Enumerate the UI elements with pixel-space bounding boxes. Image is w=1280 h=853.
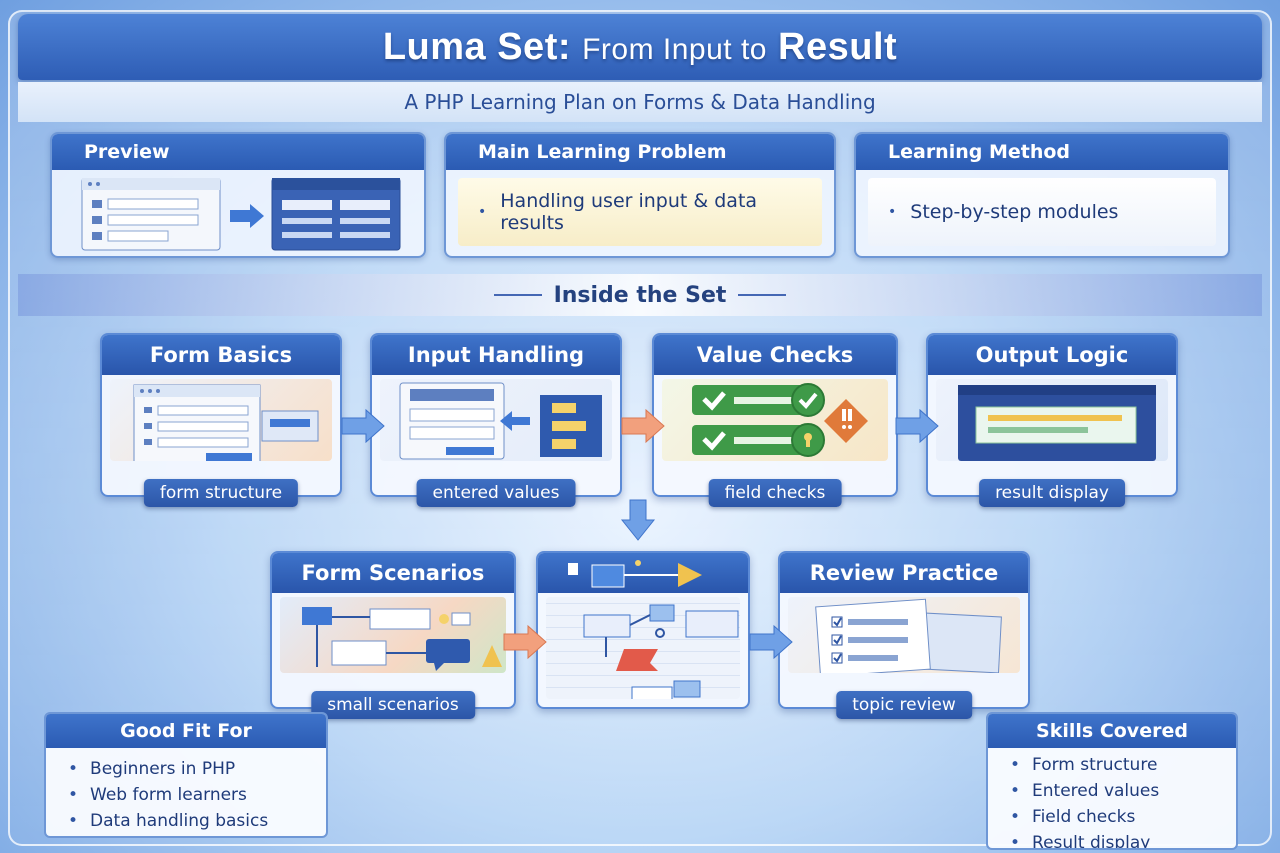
arrow-right-icon xyxy=(341,408,385,444)
bullet-icon: • xyxy=(478,204,487,220)
skills-list: Form structure Entered values Field chec… xyxy=(988,748,1236,848)
form-window-icon xyxy=(110,379,332,461)
arrow-down-icon xyxy=(620,499,656,541)
flag-arrow-icon xyxy=(568,560,702,588)
input-form-icon xyxy=(380,379,612,461)
list-item: Form structure xyxy=(1010,752,1236,778)
subtitle-banner: A PHP Learning Plan on Forms & Data Hand… xyxy=(18,82,1262,122)
module-card-input-handling: Input Handling entered values xyxy=(370,333,622,507)
skills-title: Skills Covered xyxy=(988,714,1236,748)
module-card-form-basics: Form Basics form structure xyxy=(100,333,342,507)
problem-panel: Main Learning Problem • Handling user in… xyxy=(444,132,836,258)
module-label: entered values xyxy=(416,479,576,507)
problem-item: Handling user input & data results xyxy=(500,190,758,234)
module-title: Input Handling xyxy=(372,335,620,375)
title-part-c: Result xyxy=(778,25,898,68)
skills-panel: Skills Covered Form structure Entered va… xyxy=(986,712,1238,850)
method-panel: Learning Method • Step-by-step modules xyxy=(854,132,1230,258)
arrow-right-icon xyxy=(503,624,547,660)
list-item: Beginners in PHP xyxy=(68,756,326,782)
list-item: Result display xyxy=(1010,830,1236,848)
preview-panel: Preview xyxy=(50,132,426,258)
title-part-a: Luma Set: xyxy=(382,25,572,68)
list-item: Entered values xyxy=(1010,778,1236,804)
scenario-flow-icon xyxy=(280,597,506,673)
flow-header xyxy=(538,553,748,593)
good-fit-list: Beginners in PHP Web form learners Data … xyxy=(46,748,326,834)
module-label: result display xyxy=(979,479,1125,507)
list-item: Field checks xyxy=(1010,804,1236,830)
module-label: form structure xyxy=(143,479,299,507)
module-label: field checks xyxy=(708,479,842,507)
module-title: Value Checks xyxy=(654,335,896,375)
module-card-value-checks: Value Checks field checks xyxy=(652,333,898,507)
arrow-right-icon xyxy=(749,624,793,660)
output-screen-icon xyxy=(936,379,1168,461)
divider-line xyxy=(493,294,542,296)
module-title: Form Basics xyxy=(102,335,340,375)
method-item: Step-by-step modules xyxy=(910,201,1119,223)
divider-line xyxy=(738,294,787,296)
bullet-icon: • xyxy=(888,204,897,220)
title-part-b: From Input to xyxy=(582,32,767,66)
arrow-right-icon xyxy=(895,408,939,444)
module-label: small scenarios xyxy=(311,691,475,719)
section-title: Inside the Set xyxy=(553,282,727,308)
list-item: Web form learners xyxy=(68,782,326,808)
preview-illustration xyxy=(68,178,412,252)
flowchart-icon xyxy=(546,597,740,699)
problem-panel-title: Main Learning Problem xyxy=(446,134,834,170)
module-card-review-practice: Review Practice topic review xyxy=(778,551,1030,719)
problem-panel-body: • Handling user input & data results xyxy=(458,178,822,246)
module-card-form-scenarios: Form Scenarios small scenarios xyxy=(270,551,516,719)
method-panel-title: Learning Method xyxy=(856,134,1228,170)
module-card-output-logic: Output Logic result display xyxy=(926,333,1178,507)
checks-icon xyxy=(662,379,888,461)
good-fit-title: Good Fit For xyxy=(46,714,326,748)
module-title: Form Scenarios xyxy=(272,553,514,593)
checklist-icon xyxy=(788,597,1020,673)
title-banner: Luma Set: From Input to Result xyxy=(18,14,1262,80)
page-subtitle: A PHP Learning Plan on Forms & Data Hand… xyxy=(404,90,876,114)
good-fit-panel: Good Fit For Beginners in PHP Web form l… xyxy=(44,712,328,838)
module-card-flow-diagram xyxy=(536,551,750,709)
method-panel-body: • Step-by-step modules xyxy=(868,178,1216,246)
page-title: Luma Set: From Input to Result xyxy=(383,26,897,69)
section-divider: Inside the Set xyxy=(18,274,1262,316)
module-title: Review Practice xyxy=(780,553,1028,593)
list-item: Data handling basics xyxy=(68,808,326,834)
preview-panel-title: Preview xyxy=(52,134,424,170)
module-label: topic review xyxy=(836,691,972,719)
module-title: Output Logic xyxy=(928,335,1176,375)
arrow-right-icon xyxy=(621,408,665,444)
